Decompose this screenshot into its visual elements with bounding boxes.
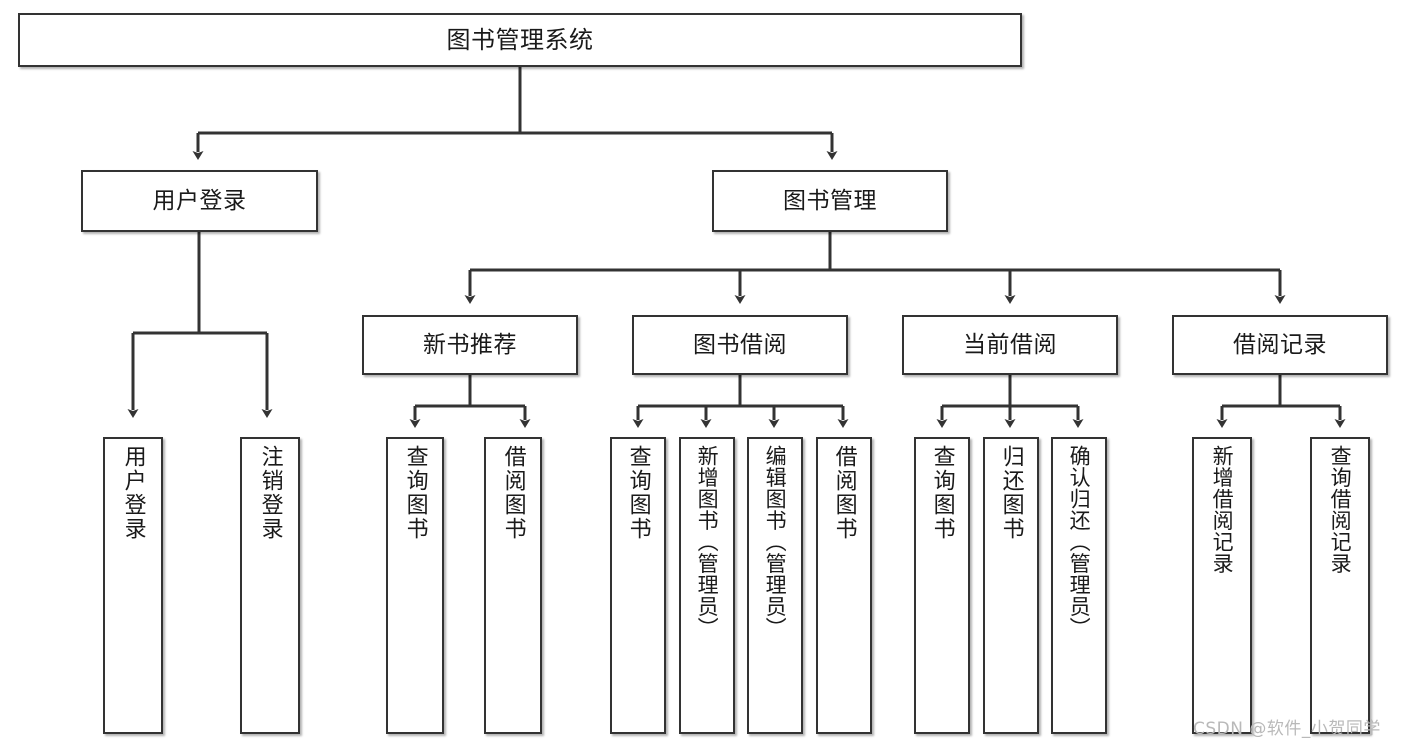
node-label: 图书管理系统 (446, 26, 594, 54)
node-label: 借阅记录 (1233, 331, 1327, 358)
leaf-query-book-2[interactable]: 查询图书 (610, 437, 666, 734)
leaf-confirm-return[interactable]: 确认归还（管理员） (1051, 437, 1107, 734)
node-label: 图书借阅 (693, 331, 787, 358)
node-label: 借阅图书 (831, 445, 857, 541)
node-borrow-record[interactable]: 借阅记录 (1172, 315, 1388, 375)
node-book-manage[interactable]: 图书管理 (712, 170, 948, 232)
leaf-query-record[interactable]: 查询借阅记录 (1310, 437, 1370, 734)
node-label: 用户登录 (120, 445, 146, 541)
leaf-edit-book[interactable]: 编辑图书（管理员） (747, 437, 803, 734)
csdn-watermark: CSDN @软件_小贺同学 (1193, 719, 1381, 739)
node-label: 新增借阅记录 (1210, 445, 1235, 574)
leaf-add-book[interactable]: 新增图书（管理员） (679, 437, 735, 734)
leaf-user-logout[interactable]: 注销登录 (240, 437, 300, 734)
node-new-book-recommend[interactable]: 新书推荐 (362, 315, 578, 375)
leaf-borrow-book-1[interactable]: 借阅图书 (484, 437, 542, 734)
node-label: 用户登录 (152, 187, 247, 214)
node-label: 查询图书 (402, 445, 428, 541)
node-label: 归还图书 (998, 445, 1024, 541)
node-root-system[interactable]: 图书管理系统 (18, 13, 1022, 67)
leaf-query-book-1[interactable]: 查询图书 (386, 437, 444, 734)
node-label: 编辑图书（管理员） (763, 445, 788, 639)
node-book-borrow[interactable]: 图书借阅 (632, 315, 848, 375)
node-label: 确认归还（管理员） (1067, 445, 1092, 639)
node-user-login[interactable]: 用户登录 (81, 170, 318, 232)
node-label: 注销登录 (257, 445, 283, 541)
leaf-return-book[interactable]: 归还图书 (983, 437, 1039, 734)
node-current-borrow[interactable]: 当前借阅 (902, 315, 1118, 375)
node-label: 当前借阅 (963, 331, 1057, 358)
node-label: 查询图书 (929, 445, 955, 541)
node-label: 新增图书（管理员） (695, 445, 720, 639)
node-label: 借阅图书 (500, 445, 526, 541)
node-label: 新书推荐 (423, 331, 517, 358)
leaf-query-book-3[interactable]: 查询图书 (914, 437, 970, 734)
node-label: 查询图书 (625, 445, 651, 541)
node-label: 查询借阅记录 (1328, 445, 1353, 574)
leaf-borrow-book-2[interactable]: 借阅图书 (816, 437, 872, 734)
node-label: 图书管理 (783, 187, 877, 214)
leaf-add-record[interactable]: 新增借阅记录 (1192, 437, 1252, 734)
leaf-user-login[interactable]: 用户登录 (103, 437, 163, 734)
